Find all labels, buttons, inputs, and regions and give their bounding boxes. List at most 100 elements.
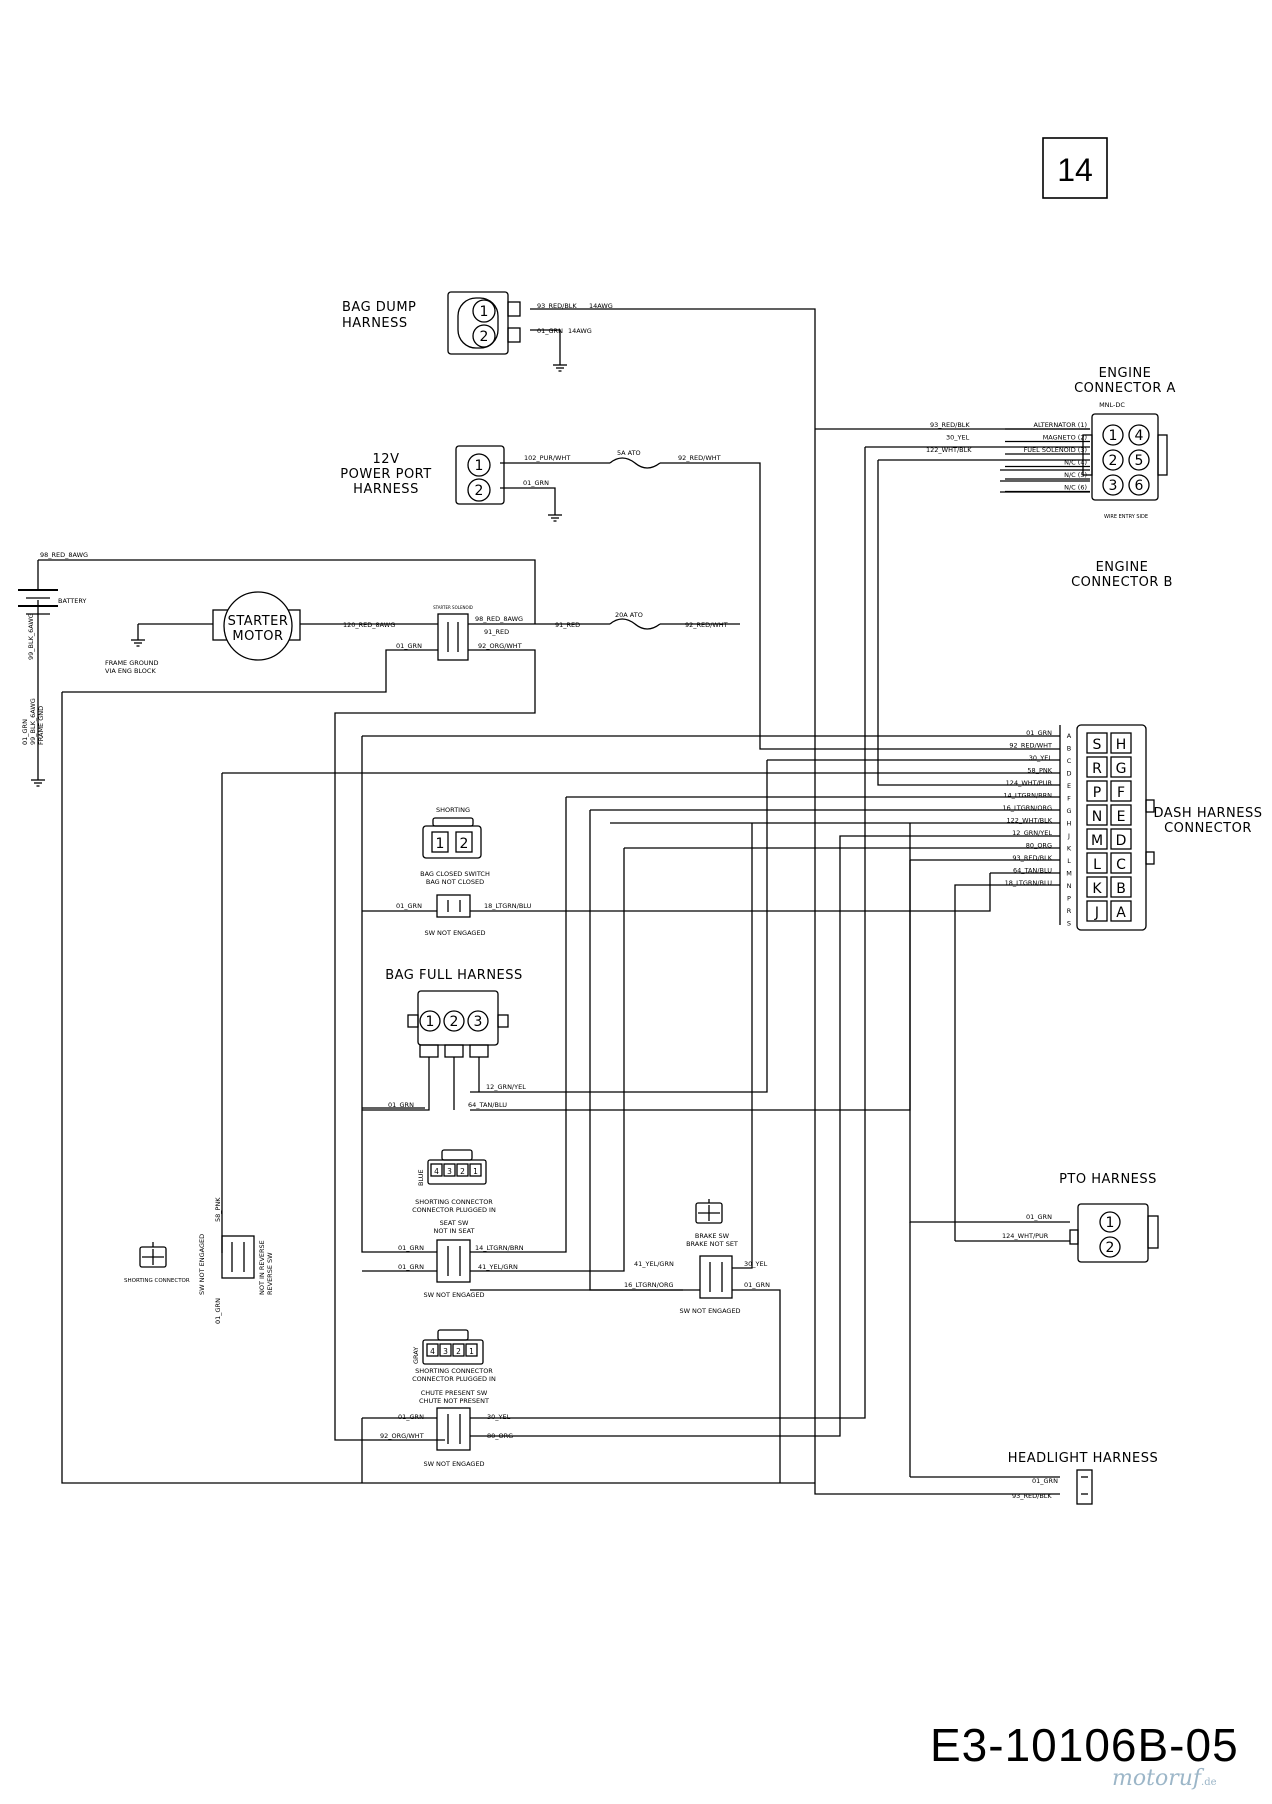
dash-pin (1086, 876, 1108, 898)
dash-pin-letter: E (1067, 782, 1071, 790)
dash-pin-label: R (1092, 761, 1102, 777)
dash-pin-label: D (1116, 833, 1127, 849)
engine-a-pin-function: MAGNETO (2) (1043, 434, 1087, 442)
svg-text:18_LTGRN/BLU: 18_LTGRN/BLU (484, 902, 532, 910)
engine-a-pin-function: N/C (4) (1064, 459, 1087, 467)
dash-pin-label: H (1116, 737, 1127, 753)
engine-a-wire-label: 93_RED/BLK (930, 421, 970, 429)
svg-text:2: 2 (1106, 1240, 1115, 1256)
svg-text:BRAKE SW: BRAKE SW (695, 1232, 730, 1240)
drawing-code: E3-10106B-05 (930, 1719, 1239, 1771)
svg-text:2: 2 (460, 836, 469, 852)
dash-pin-letter: F (1067, 795, 1071, 803)
svg-text:SW NOT ENGAGED: SW NOT ENGAGED (423, 1291, 484, 1299)
svg-text:92_ORG/WHT: 92_ORG/WHT (478, 642, 522, 650)
dash-wire-label: 92_RED/WHT (1009, 742, 1052, 750)
dash-wire-label: 18_LTGRN/BLU (1005, 879, 1053, 887)
svg-text:01_GRN: 01_GRN (523, 479, 549, 487)
shorting-pin (430, 1163, 443, 1177)
page-number-box: 14 (1042, 137, 1108, 199)
engine-a-pin-function: N/C (6) (1064, 484, 1087, 492)
shorting-pin-label: 2 (456, 1347, 461, 1356)
engine-a-pin (1128, 474, 1150, 496)
svg-text:WIRE ENTRY SIDE: WIRE ENTRY SIDE (1104, 514, 1148, 520)
svg-text:PTO HARNESS: PTO HARNESS (1059, 1172, 1157, 1187)
shorting-pin (443, 1163, 456, 1177)
shorting-pin-label: 1 (469, 1347, 474, 1356)
dash-pin (1086, 780, 1108, 802)
shorting-connector: SHORTING 1 2 (422, 806, 482, 859)
svg-text:124_WHT/PUR: 124_WHT/PUR (1002, 1232, 1049, 1240)
reverse-switch: SHORTING CONNECTOR SW NOT ENGAGED NOT IN… (124, 1197, 274, 1324)
starter-motor: STARTER MOTOR 120_RED_8AWG FRAME GROUND … (105, 591, 395, 675)
svg-text:93_RED/BLK: 93_RED/BLK (537, 302, 577, 310)
svg-text:SHORTING CONNECTOR: SHORTING CONNECTOR (415, 1198, 493, 1206)
svg-text:01_GRN: 01_GRN (21, 719, 29, 745)
svg-text:CONNECTOR PLUGGED IN: CONNECTOR PLUGGED IN (412, 1206, 496, 1214)
dash-pin-label: L (1093, 857, 1101, 873)
brake-switch: BRAKE SW BRAKE NOT SET 41_YEL/GRN 30_YEL… (624, 1199, 770, 1315)
svg-text:01_GRN: 01_GRN (1032, 1477, 1058, 1485)
dash-pin (1086, 756, 1108, 778)
shorting-pin (469, 1163, 482, 1177)
svg-text:NOT IN REVERSE: NOT IN REVERSE (258, 1240, 266, 1295)
dash-pin-label: B (1116, 881, 1126, 897)
pto-harness: PTO HARNESS 1 2 01_GRN 124_WHT/PUR (1002, 1172, 1159, 1263)
svg-text:99_BLK_6AWG: 99_BLK_6AWG (29, 698, 37, 745)
svg-text:30_YEL: 30_YEL (744, 1260, 768, 1268)
svg-text:92_ORG/WHT: 92_ORG/WHT (380, 1432, 424, 1440)
engine-a-pin (1128, 449, 1150, 471)
dash-pin-letter: B (1067, 745, 1071, 753)
svg-text:GRAY: GRAY (412, 1347, 420, 1364)
shorting-pin-label: 2 (460, 1167, 465, 1176)
fuse-5a: 5A ATO (617, 449, 641, 457)
battery: BATTERY 98_RED_8AWG 99_BLK_6AWG 01_GRN 9… (18, 551, 88, 745)
svg-text:30_YEL: 30_YEL (487, 1413, 511, 1421)
svg-text:FRAME GROUND: FRAME GROUND (105, 659, 159, 667)
shorting-pin (465, 1343, 478, 1357)
dash-pin-letter: S (1067, 920, 1071, 928)
dash-pin-letter: H (1067, 820, 1072, 828)
svg-text:01_GRN: 01_GRN (396, 902, 422, 910)
dash-pin (1110, 876, 1132, 898)
engine-a-pin-function: FUEL SOLENOID (3) (1024, 446, 1087, 454)
svg-text:1: 1 (436, 836, 445, 852)
svg-text:CONNECTOR B: CONNECTOR B (1071, 575, 1173, 590)
fuse-20a: 20A ATO (615, 611, 643, 619)
svg-text:93_RED/BLK: 93_RED/BLK (1012, 1492, 1052, 1500)
svg-text:NOT IN SEAT: NOT IN SEAT (433, 1227, 474, 1235)
engine-a-pin-label: 2 (1109, 453, 1118, 469)
svg-text:MOTOR: MOTOR (232, 629, 283, 644)
shorting-pin-label: 3 (443, 1347, 448, 1356)
dash-pin-letter: M (1066, 870, 1072, 878)
svg-text:01_GRN: 01_GRN (396, 642, 422, 650)
dash-wire-label: 14_LTGRN/BRN (1003, 792, 1052, 800)
svg-text:VIA ENG BLOCK: VIA ENG BLOCK (105, 667, 156, 675)
svg-text:98_RED_8AWG: 98_RED_8AWG (475, 615, 523, 623)
svg-text:01_GRN: 01_GRN (398, 1263, 424, 1271)
dash-pin (1110, 780, 1132, 802)
wire-network (37, 308, 1090, 1495)
shorting-pin (426, 1343, 439, 1357)
svg-text:FRAME GND: FRAME GND (37, 706, 45, 745)
svg-text:102_PUR/WHT: 102_PUR/WHT (524, 454, 570, 462)
svg-text:14AWG: 14AWG (589, 302, 613, 310)
bag-full-harness: BAG FULL HARNESS 1 2 3 12_GRN/YEL 01_GRN… (362, 968, 526, 1111)
dash-wire-labels: A01_GRNB92_RED/WHTC30_YELD58_PNKE124_WHT… (1003, 729, 1072, 928)
svg-text:ENGINE: ENGINE (1096, 560, 1149, 575)
dash-wire-label: 122_WHT/BLK (1007, 817, 1053, 825)
dash-pin-label: A (1116, 905, 1126, 921)
svg-text:58_PNK: 58_PNK (214, 1197, 222, 1222)
svg-text:SHORTING CONNECTOR: SHORTING CONNECTOR (124, 1278, 190, 1284)
dash-pin (1110, 804, 1132, 826)
dash-pin (1086, 804, 1108, 826)
svg-text:1: 1 (480, 304, 489, 320)
power-port-harness: 12V POWER PORT HARNESS 1 2 102_PUR/WHT 0… (340, 445, 721, 505)
svg-text:2: 2 (450, 1014, 459, 1030)
dash-pin-letter: G (1066, 807, 1071, 815)
